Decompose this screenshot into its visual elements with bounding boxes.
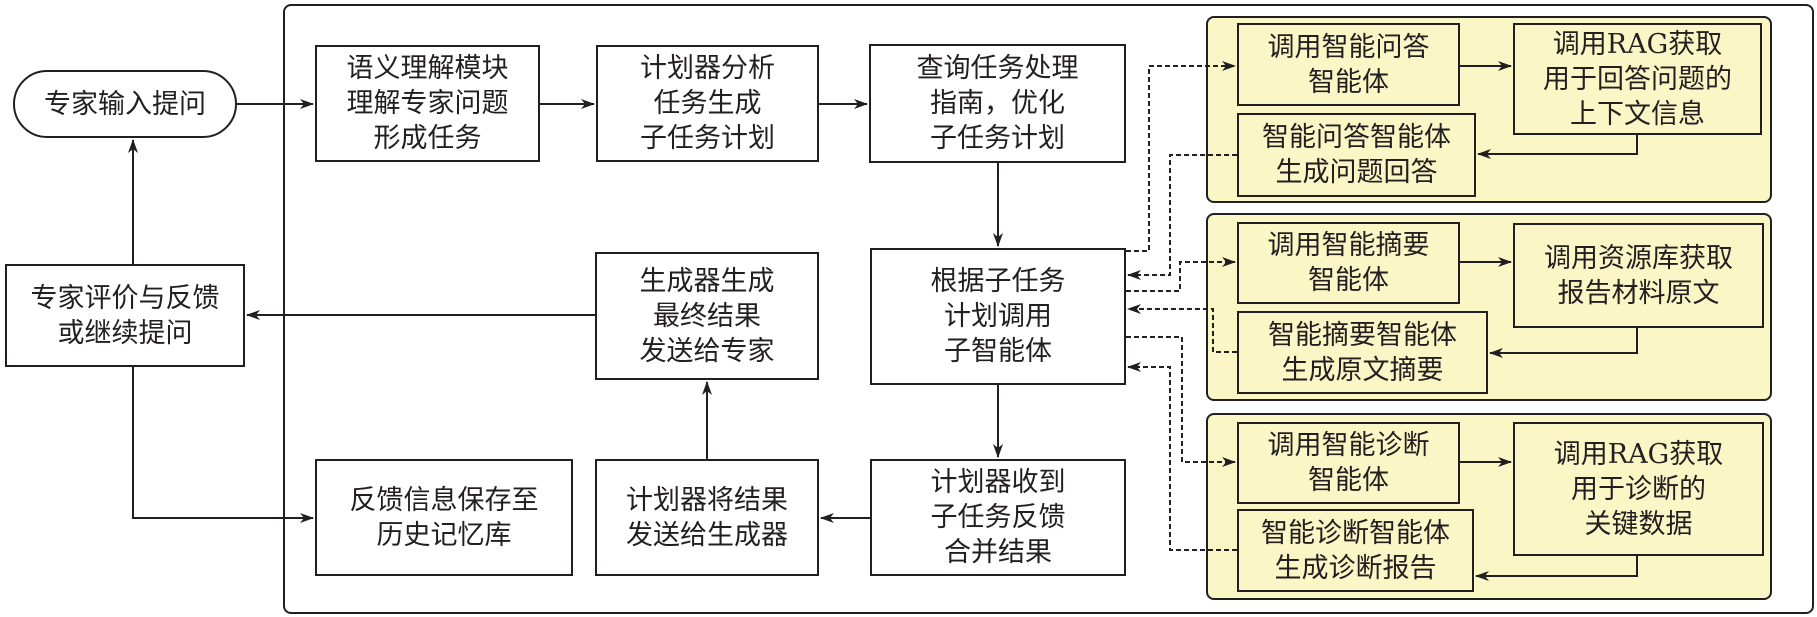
qa-retrieve-node: 调用RAG获取 用于回答问题的 上下文信息 (1513, 23, 1762, 135)
diagnosis-invoke-node: 调用智能诊断 智能体 (1237, 422, 1460, 504)
summary-retrieve-node: 调用资源库获取 报告材料原文 (1513, 223, 1764, 328)
expert-feedback-label: 专家评价与反馈 或继续提问 (30, 282, 220, 349)
expert-input-node: 专家输入提问 (13, 70, 237, 138)
planner-analyze-node: 计划器分析 任务生成 子任务计划 (596, 45, 819, 162)
diagnosis-retrieve-node: 调用RAG获取 用于诊断的 关键数据 (1513, 422, 1764, 556)
qa-output-node: 智能问答智能体 生成问题回答 (1237, 113, 1476, 197)
summary-invoke-node: 调用智能摘要 智能体 (1237, 222, 1460, 304)
expert-input-label: 专家输入提问 (44, 88, 206, 120)
save-memory-node: 反馈信息保存至 历史记忆库 (315, 459, 573, 576)
planner-send-label: 计划器将结果 发送给生成器 (626, 484, 788, 551)
semantic-module-label: 语义理解模块 理解专家问题 形成任务 (346, 53, 509, 154)
diagnosis-retrieve-label: 调用RAG获取 用于诊断的 关键数据 (1553, 438, 1724, 540)
summary-output-label: 智能摘要智能体 生成原文摘要 (1268, 319, 1457, 386)
save-memory-label: 反馈信息保存至 历史记忆库 (349, 484, 539, 551)
dispatch-subagents-node: 根据子任务 计划调用 子智能体 (870, 248, 1126, 385)
diagnosis-output-node: 智能诊断智能体 生成诊断报告 (1237, 509, 1474, 592)
planner-send-node: 计划器将结果 发送给生成器 (595, 459, 819, 576)
planner-analyze-label: 计划器分析 任务生成 子任务计划 (640, 53, 775, 154)
diagnosis-invoke-label: 调用智能诊断 智能体 (1267, 430, 1430, 496)
qa-invoke-label: 调用智能问答 智能体 (1267, 31, 1430, 98)
query-guide-node: 查询任务处理 指南，优化 子任务计划 (869, 44, 1126, 163)
planner-collect-label: 计划器收到 子任务反馈 合并结果 (930, 467, 1066, 568)
qa-invoke-node: 调用智能问答 智能体 (1237, 23, 1460, 106)
expert-feedback-node: 专家评价与反馈 或继续提问 (5, 264, 245, 367)
dispatch-subagents-label: 根据子任务 计划调用 子智能体 (930, 266, 1066, 367)
generator-label: 生成器生成 最终结果 发送给专家 (639, 265, 775, 367)
qa-output-label: 智能问答智能体 生成问题回答 (1262, 122, 1451, 188)
diagnosis-output-label: 智能诊断智能体 生成诊断报告 (1261, 517, 1450, 584)
summary-retrieve-label: 调用资源库获取 报告材料原文 (1544, 242, 1733, 309)
summary-invoke-label: 调用智能摘要 智能体 (1267, 230, 1430, 296)
semantic-module-node: 语义理解模块 理解专家问题 形成任务 (315, 45, 540, 162)
summary-output-node: 智能摘要智能体 生成原文摘要 (1237, 311, 1488, 394)
query-guide-label: 查询任务处理 指南，优化 子任务计划 (916, 53, 1079, 154)
generator-node: 生成器生成 最终结果 发送给专家 (595, 252, 819, 380)
planner-collect-node: 计划器收到 子任务反馈 合并结果 (870, 459, 1126, 576)
system-frame (283, 4, 1814, 614)
qa-retrieve-label: 调用RAG获取 用于回答问题的 上下文信息 (1543, 28, 1732, 130)
